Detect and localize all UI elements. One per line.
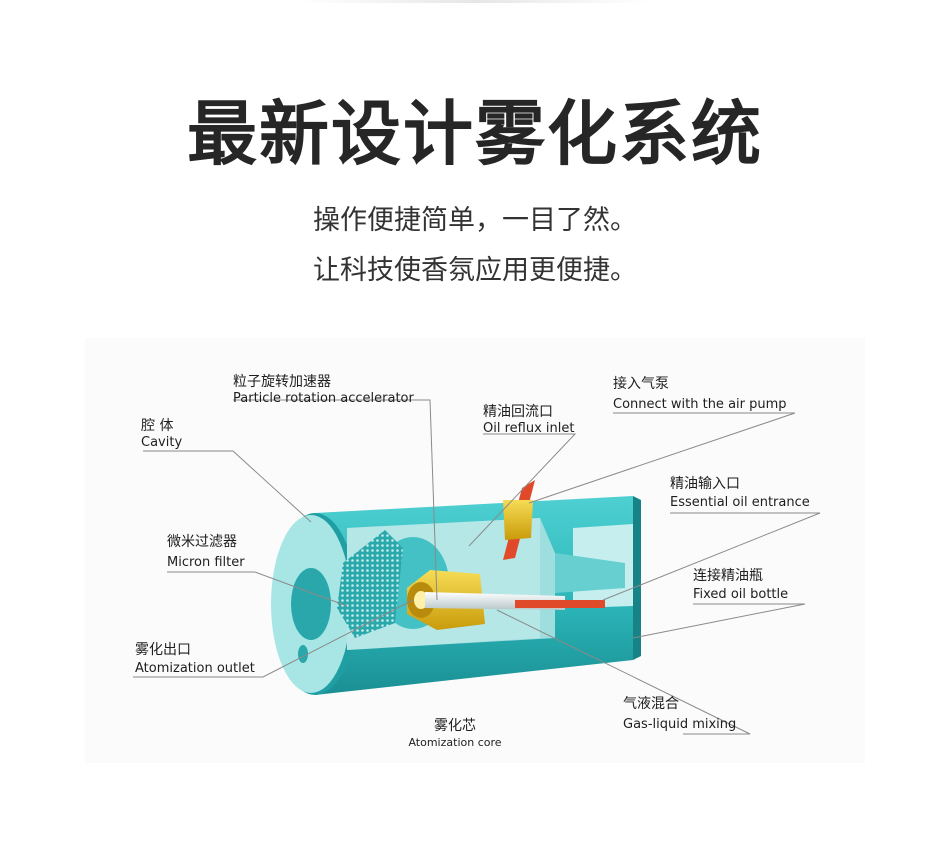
svg-text:Micron filter: Micron filter <box>167 555 245 570</box>
svg-text:接入气泵: 接入气泵 <box>613 375 669 392</box>
label-air-pump: 接入气泵 Connect with the air pump <box>613 375 787 412</box>
svg-text:Oil reflux inlet: Oil reflux inlet <box>483 421 574 436</box>
svg-text:连接精油瓶: 连接精油瓶 <box>693 567 763 584</box>
label-atomization-outlet: 雾化出口 Atomization outlet <box>135 642 255 676</box>
svg-text:Atomization core: Atomization core <box>408 736 501 749</box>
svg-text:Essential oil entrance: Essential oil entrance <box>670 495 810 510</box>
label-oil-reflux: 精油回流口 Oil reflux inlet <box>483 404 574 436</box>
subtitle-line-1: 操作便捷简单，一目了然。 <box>0 198 950 237</box>
atomization-core-diagram: 粒子旋转加速器 Particle rotation accelerator 腔 … <box>85 338 865 763</box>
label-oil-bottle: 连接精油瓶 Fixed oil bottle <box>693 567 788 602</box>
top-divider <box>300 0 650 3</box>
diagram-canvas: 粒子旋转加速器 Particle rotation accelerator 腔 … <box>85 338 865 763</box>
page-title: 最新设计雾化系统 <box>0 78 950 179</box>
svg-text:精油输入口: 精油输入口 <box>670 476 740 492</box>
svg-text:微米过滤器: 微米过滤器 <box>167 534 237 550</box>
diagram-caption: 雾化芯 Atomization core <box>408 718 501 749</box>
svg-text:腔 体: 腔 体 <box>141 418 173 434</box>
svg-text:Connect with the air pump: Connect with the air pump <box>613 397 787 412</box>
label-oil-entrance: 精油输入口 Essential oil entrance <box>670 476 810 510</box>
svg-text:Gas-liquid mixing: Gas-liquid mixing <box>623 717 736 732</box>
svg-text:Fixed oil bottle: Fixed oil bottle <box>693 587 788 602</box>
svg-text:雾化出口: 雾化出口 <box>135 642 191 658</box>
subtitle-line-2: 让科技使香氛应用更便捷。 <box>0 248 950 287</box>
svg-text:Cavity: Cavity <box>141 435 182 450</box>
label-particle-accelerator: 粒子旋转加速器 Particle rotation accelerator <box>233 374 415 406</box>
label-cavity: 腔 体 Cavity <box>141 418 182 450</box>
svg-text:Particle rotation accelerator: Particle rotation accelerator <box>233 391 415 406</box>
svg-text:雾化芯: 雾化芯 <box>434 718 476 734</box>
svg-text:粒子旋转加速器: 粒子旋转加速器 <box>233 374 331 390</box>
svg-text:气液混合: 气液混合 <box>623 696 679 712</box>
svg-text:Atomization outlet: Atomization outlet <box>135 661 255 676</box>
svg-text:精油回流口: 精油回流口 <box>483 404 553 420</box>
label-gas-liquid: 气液混合 Gas-liquid mixing <box>623 696 736 732</box>
oil-input-tube <box>515 600 605 608</box>
label-micron-filter: 微米过滤器 Micron filter <box>167 534 245 570</box>
